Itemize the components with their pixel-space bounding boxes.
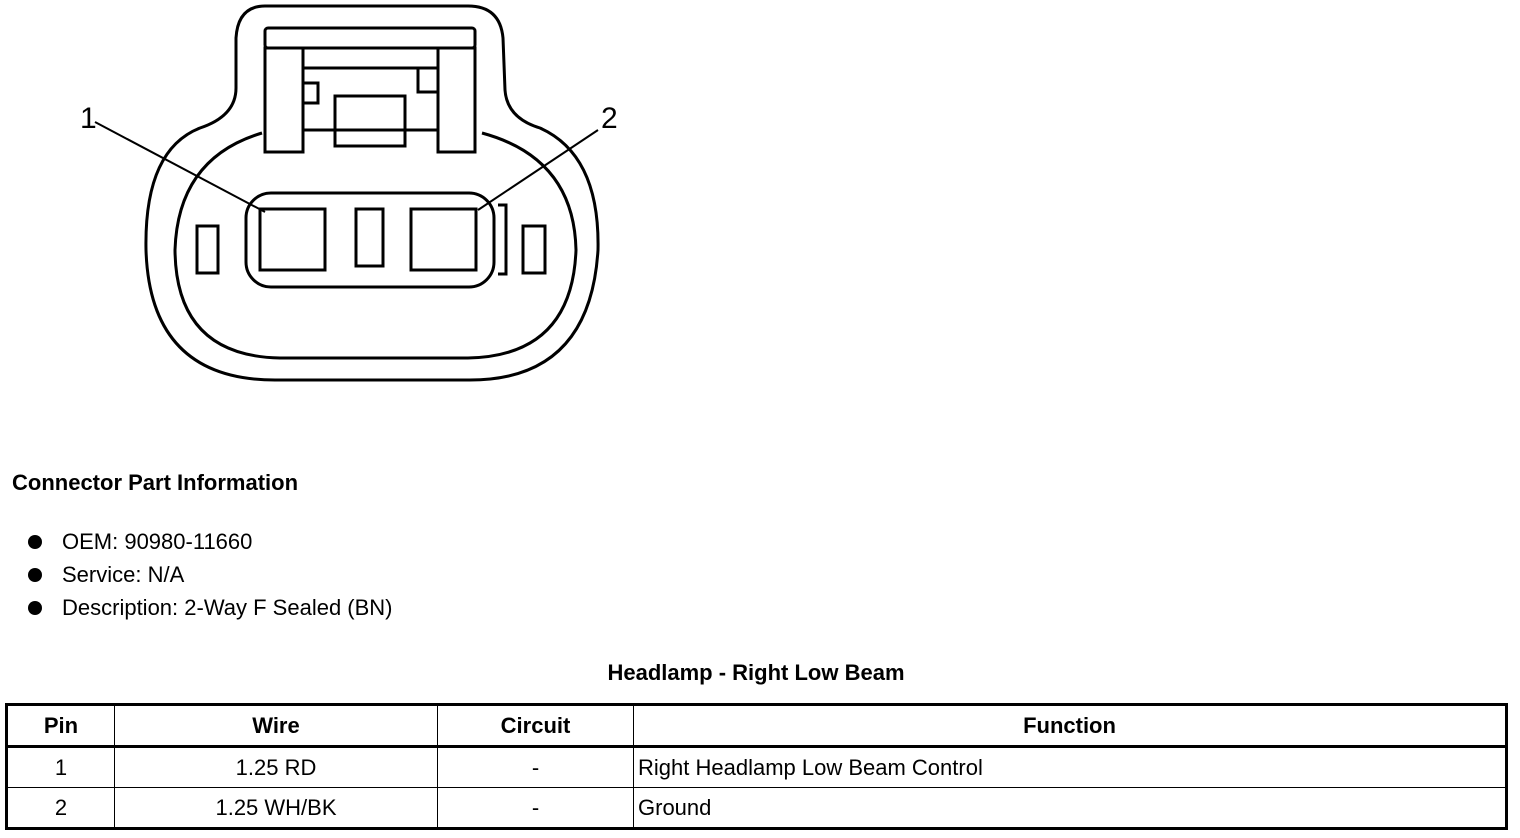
table-header-row: Pin Wire Circuit Function (6, 704, 1507, 748)
circuit-cell: - (437, 746, 634, 788)
center-key-slot (354, 207, 385, 268)
service-info: Service: N/A (62, 561, 185, 587)
function-cell: Ground (633, 787, 1507, 829)
table-row: 2 1.25 WH/BK - Ground (6, 787, 1507, 829)
pinout-table: Pin Wire Circuit Function 1 1.25 RD - Ri… (5, 703, 1508, 830)
pin-1-label: 1 (80, 102, 97, 135)
connector-latch (263, 26, 477, 154)
wire-column-header: Wire (114, 704, 438, 748)
bullet-icon (28, 567, 42, 582)
circuit-cell: - (437, 787, 634, 829)
function-cell: Right Headlamp Low Beam Control (633, 746, 1507, 788)
bullet-icon (28, 534, 42, 549)
connector-face-diagram: 1 2 (80, 4, 618, 382)
pin-2-leader-line (477, 129, 599, 211)
pin-1-cavity (258, 207, 327, 272)
circuit-column-header: Circuit (437, 704, 634, 748)
pin-column-header: Pin (6, 704, 115, 748)
terminal-area (195, 191, 547, 289)
connector-inner-outline (173, 131, 578, 360)
pin-2-label: 2 (601, 102, 618, 135)
function-column-header: Function (633, 704, 1507, 748)
wire-cell: 1.25 RD (114, 746, 438, 788)
section-heading: Connector Part Information (12, 470, 299, 495)
pin-cell: 2 (6, 787, 115, 829)
wire-cell: 1.25 WH/BK (114, 787, 438, 829)
table-row: 1 1.25 RD - Right Headlamp Low Beam Cont… (6, 746, 1507, 788)
part-info-list: OEM: 90980-11660 Service: N/A Descriptio… (28, 525, 393, 624)
list-item: Description: 2-Way F Sealed (BN) (28, 591, 393, 624)
bullet-icon (28, 600, 42, 615)
list-item: OEM: 90980-11660 (28, 525, 393, 558)
list-item: Service: N/A (28, 558, 393, 591)
pin-cell: 1 (6, 746, 115, 788)
table-title: Headlamp - Right Low Beam (607, 660, 905, 685)
oem-info: OEM: 90980-11660 (62, 528, 253, 554)
description-info: Description: 2-Way F Sealed (BN) (62, 594, 393, 620)
pin-1-leader-line (94, 121, 266, 213)
connector-housing-outline (144, 4, 600, 382)
pin-2-cavity (409, 207, 478, 272)
